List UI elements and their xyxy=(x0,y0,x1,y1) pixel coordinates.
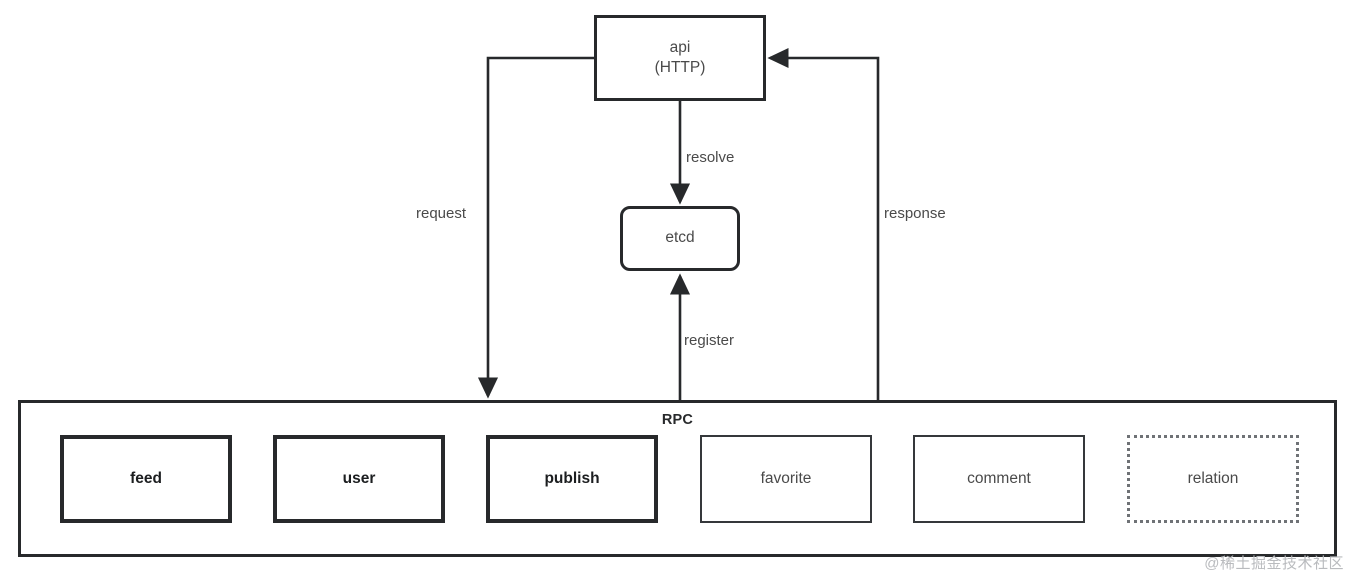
rpc-title: RPC xyxy=(661,412,694,428)
service-label-feed: feed xyxy=(130,470,162,487)
service-label-comment: comment xyxy=(967,470,1031,487)
node-etcd[interactable]: etcd xyxy=(620,206,740,271)
service-box-publish[interactable]: publish xyxy=(486,435,658,523)
service-label-publish: publish xyxy=(544,470,600,487)
node-api[interactable]: api (HTTP) xyxy=(594,15,766,101)
service-label-relation: relation xyxy=(1187,470,1239,487)
watermark: @稀土掘金技术社区 xyxy=(1204,555,1344,572)
edge-response-path xyxy=(767,47,880,400)
rpc-container: RPC xyxy=(18,400,1337,557)
node-api-line1: api xyxy=(669,38,691,56)
edge-request-path xyxy=(477,56,594,399)
service-box-relation[interactable]: relation xyxy=(1127,435,1299,523)
edge-label-register: register xyxy=(684,332,735,349)
edge-label-resolve: resolve xyxy=(686,149,735,166)
edge-label-request: request xyxy=(416,205,467,222)
node-api-line2: (HTTP) xyxy=(654,59,706,76)
service-box-favorite[interactable]: favorite xyxy=(700,435,872,523)
node-etcd-label: etcd xyxy=(665,229,695,247)
service-box-comment[interactable]: comment xyxy=(913,435,1085,523)
service-box-feed[interactable]: feed xyxy=(60,435,232,523)
service-label-user: user xyxy=(342,470,376,487)
service-box-user[interactable]: user xyxy=(273,435,445,523)
service-label-favorite: favorite xyxy=(760,470,812,487)
edge-label-response: response xyxy=(884,205,946,222)
